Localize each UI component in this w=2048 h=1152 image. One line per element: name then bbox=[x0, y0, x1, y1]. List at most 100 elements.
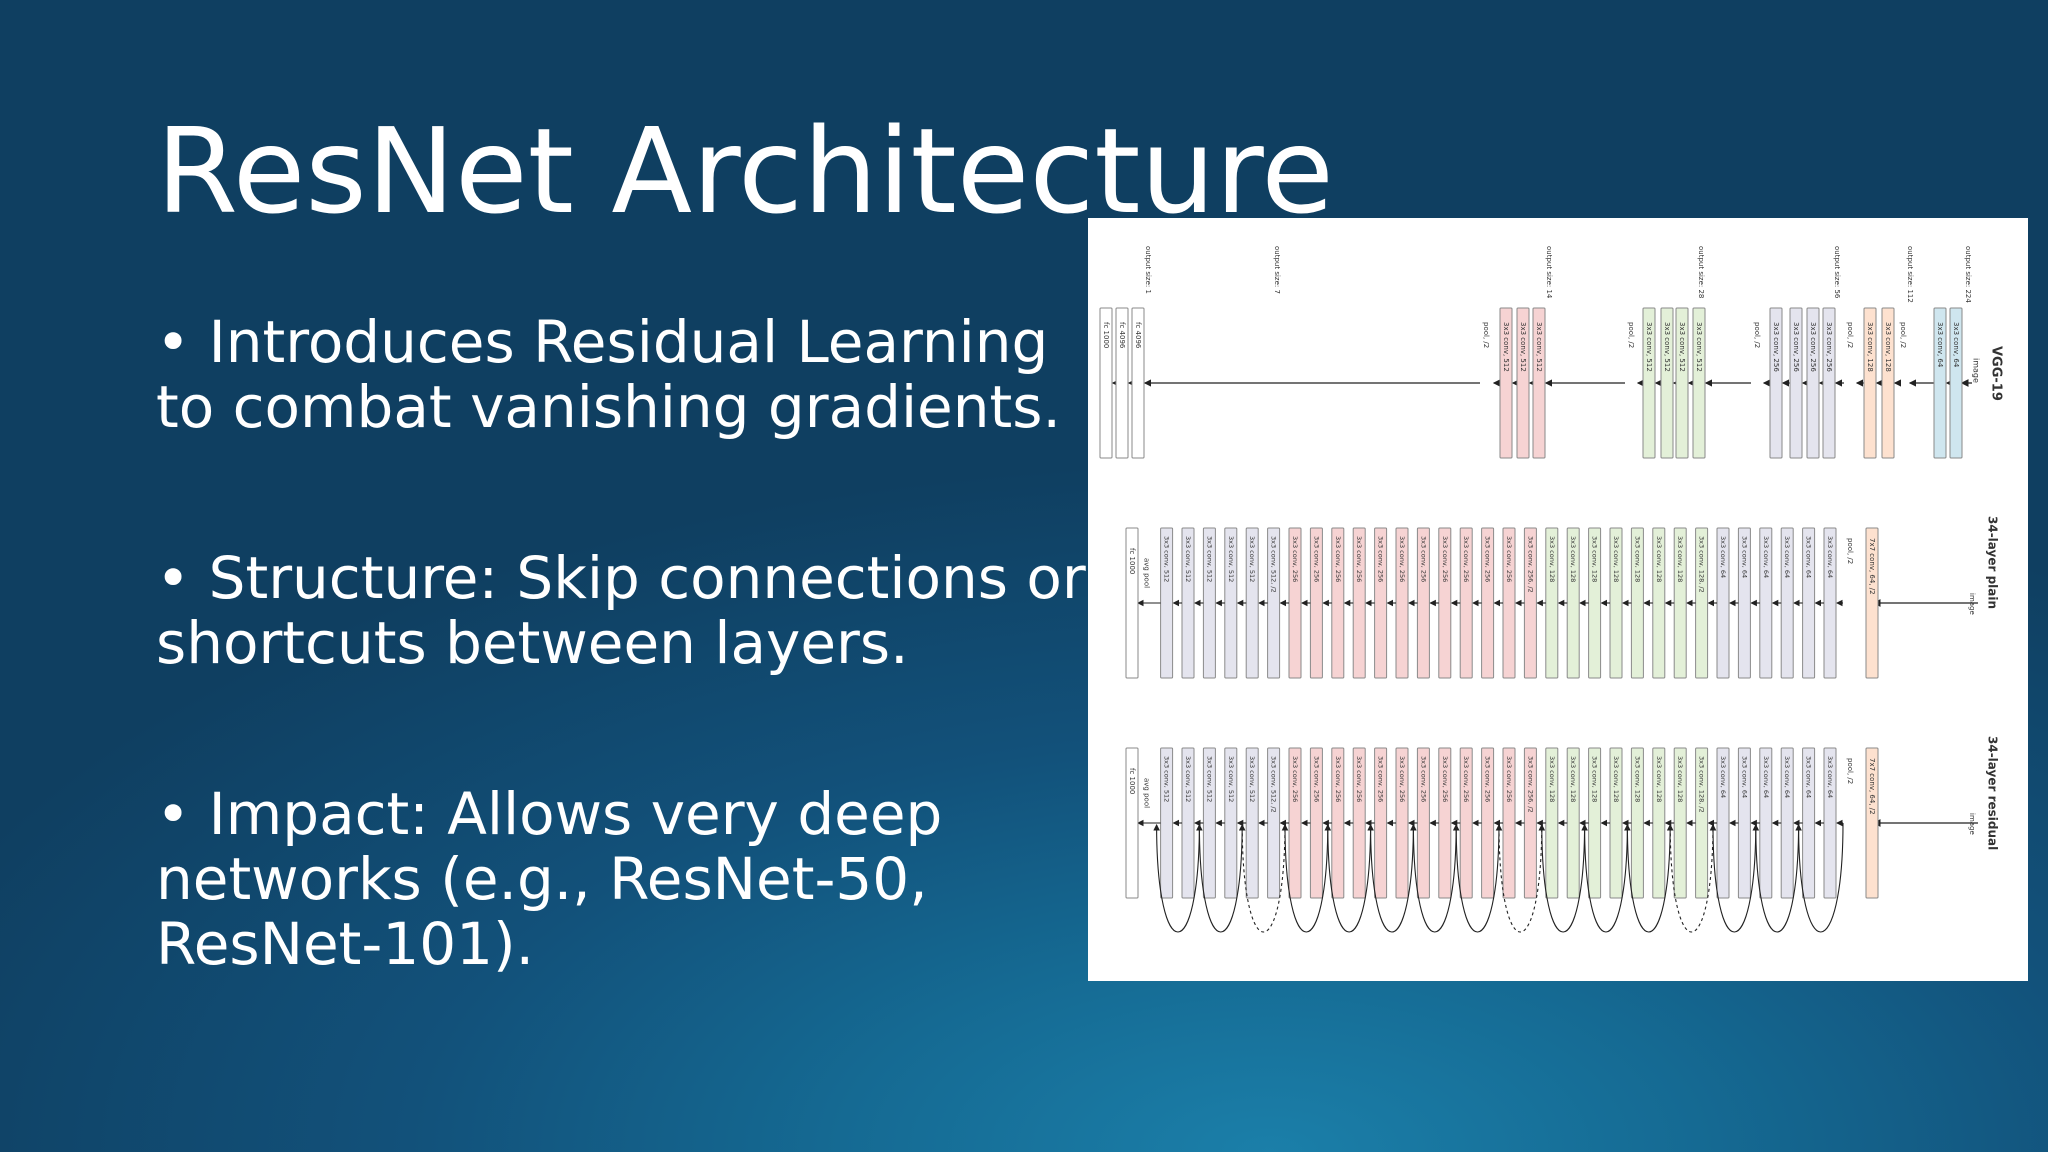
vgg-block bbox=[1131, 307, 1145, 459]
residual-skip-connection bbox=[1324, 822, 1372, 933]
vgg-block-label: 3x3 conv, 512 bbox=[1663, 322, 1671, 372]
plain-block bbox=[1125, 527, 1139, 679]
residual-block bbox=[1759, 747, 1773, 899]
plain-block-label: 3x3 conv, 256 bbox=[1334, 536, 1342, 582]
plain-block-label: 3x3 conv, 128, /2 bbox=[1698, 536, 1706, 593]
vgg-output-size-label: output size: 224 bbox=[1964, 246, 1972, 303]
vgg-block-label: 3x3 conv, 256 bbox=[1825, 322, 1833, 372]
plain-block-label: 7x7 conv, 64, /2 bbox=[1868, 538, 1876, 595]
residual-block bbox=[1309, 747, 1323, 899]
plain-block-label: 3x3 conv, 128 bbox=[1591, 536, 1599, 582]
plain-block bbox=[1202, 527, 1216, 679]
residual-skip-connection bbox=[1752, 822, 1800, 933]
residual-block-label: 3x3 conv, 512 bbox=[1248, 756, 1256, 802]
vgg-block-label: 3x3 conv, 64 bbox=[1952, 322, 1960, 368]
vgg-output-size-label: output size: 56 bbox=[1833, 246, 1841, 299]
vgg-block bbox=[1642, 307, 1656, 459]
residual-skip-connection bbox=[1795, 822, 1844, 933]
vgg-block-label: pool, /2 bbox=[1846, 322, 1854, 348]
residual-block bbox=[1331, 747, 1345, 899]
vgg-output-size-label: output size: 14 bbox=[1545, 246, 1553, 299]
residual-block-label: 3x3 conv, 256 bbox=[1505, 756, 1513, 802]
bullet-list: • Introduces Residual Learning to combat… bbox=[156, 310, 1096, 977]
plain-block-label: 3x3 conv, 512 bbox=[1248, 536, 1256, 582]
vgg-output-size-label: output size: 1 bbox=[1144, 246, 1152, 294]
vgg-block-label: 3x3 conv, 512 bbox=[1645, 322, 1653, 372]
residual-block-label: 3x3 conv, 512 bbox=[1227, 756, 1235, 802]
residual-skip-connection bbox=[1581, 822, 1628, 933]
plain-block-label: 3x3 conv, 64 bbox=[1805, 536, 1813, 578]
residual-block-label: 3x3 conv, 256 bbox=[1312, 756, 1320, 802]
vgg-block bbox=[1115, 307, 1129, 459]
residual-block-label: 3x3 conv, 512 bbox=[1205, 756, 1213, 802]
plain-block-label: 3x3 conv, 128 bbox=[1633, 536, 1641, 582]
vgg-block-label: fc 4096 bbox=[1118, 322, 1126, 349]
residual-block-label: 3x3 conv, 256 bbox=[1355, 756, 1363, 802]
plain-block-label: 3x3 conv, 64 bbox=[1740, 536, 1748, 578]
residual-block-label: 3x3 conv, 512, /2 bbox=[1270, 756, 1278, 813]
bullet-impact: • Impact: Allows very deep networks (e.g… bbox=[156, 780, 943, 978]
residual-block-label: 3x3 conv, 128 bbox=[1548, 756, 1556, 802]
residual-skip-connection bbox=[1495, 822, 1543, 933]
plain-block-label: 3x3 conv, 256 bbox=[1398, 536, 1406, 582]
residual-block-label: 3x3 conv, 128 bbox=[1633, 756, 1641, 802]
plain-block bbox=[1309, 527, 1323, 679]
plain-block-label: 3x3 conv, 128 bbox=[1612, 536, 1620, 582]
residual-skip-connection bbox=[1624, 822, 1671, 933]
plain-block-label: 3x3 conv, 512, /2 bbox=[1270, 536, 1278, 593]
plain-block-label: 3x3 conv, 64 bbox=[1826, 536, 1834, 578]
residual-block-label: 3x3 conv, 128 bbox=[1612, 756, 1620, 802]
plain-block bbox=[1331, 527, 1345, 679]
residual-block-label: 3x3 conv, 256 bbox=[1398, 756, 1406, 802]
residual-block-label: 3x3 conv, 256 bbox=[1441, 756, 1449, 802]
vgg-output-size-label: output size: 28 bbox=[1697, 246, 1705, 298]
plain-block bbox=[1759, 527, 1773, 679]
bullet-structure: • Structure: Skip connections or shortcu… bbox=[156, 544, 1086, 677]
residual-block bbox=[1652, 747, 1666, 899]
residual-skip-connection bbox=[1410, 822, 1457, 933]
plain-block-label: 3x3 conv, 256 bbox=[1441, 536, 1449, 582]
plain-block-label: 3x3 conv, 256, /2 bbox=[1526, 536, 1534, 593]
plain-block-label: 3x3 conv, 256 bbox=[1484, 536, 1492, 582]
residual-block-label: 3x3 conv, 256 bbox=[1462, 756, 1470, 802]
plain-title: 34-layer plain bbox=[1986, 516, 2000, 609]
residual-block-label: 3x3 conv, 64 bbox=[1805, 756, 1813, 798]
vgg-block bbox=[1769, 307, 1783, 459]
plain-block-label: 3x3 conv, 512 bbox=[1184, 536, 1192, 582]
plain-block bbox=[1652, 527, 1666, 679]
residual-block-label: 3x3 conv, 256 bbox=[1334, 756, 1342, 802]
vgg-block bbox=[1822, 307, 1836, 459]
residual-block-label: pool, /2 bbox=[1846, 758, 1854, 784]
plain-block bbox=[1224, 527, 1238, 679]
residual-block-label: 3x3 conv, 256 bbox=[1484, 756, 1492, 802]
vgg-block-label: pool, /2 bbox=[1753, 322, 1761, 348]
vgg-block-label: fc 4096 bbox=[1134, 322, 1142, 349]
residual-block-label: 3x3 conv, 64 bbox=[1826, 756, 1834, 798]
vgg-block bbox=[1516, 307, 1530, 459]
residual-block-label: 3x3 conv, 256 bbox=[1377, 756, 1385, 802]
plain-block-label: 3x3 conv, 256 bbox=[1291, 536, 1299, 582]
plain-block-label: 3x3 conv, 256 bbox=[1312, 536, 1320, 582]
plain-block-label: 3x3 conv, 64 bbox=[1719, 536, 1727, 578]
residual-block-label: 3x3 conv, 128 bbox=[1655, 756, 1663, 802]
residual-skip-connection bbox=[1196, 822, 1243, 933]
residual-block-label: 3x3 conv, 256 bbox=[1419, 756, 1427, 802]
residual-block-label: avg pool bbox=[1143, 778, 1151, 808]
plain-image-label: image bbox=[1968, 593, 1976, 615]
plain-block-label: 3x3 conv, 256 bbox=[1355, 536, 1363, 582]
plain-block-label: 3x3 conv, 256 bbox=[1505, 536, 1513, 582]
plain-block-label: 3x3 conv, 128 bbox=[1676, 536, 1684, 582]
vgg-block bbox=[1692, 307, 1706, 459]
plain-block-label: fc 1000 bbox=[1128, 548, 1136, 574]
vgg-output-size-label: output size: 112 bbox=[1906, 246, 1914, 303]
vgg-output-size-label: output size: 7 bbox=[1273, 246, 1281, 294]
plain-block bbox=[1438, 527, 1452, 679]
plain-block-label: 3x3 conv, 128 bbox=[1655, 536, 1663, 582]
vgg-block-label: 3x3 conv, 128 bbox=[1884, 322, 1892, 372]
residual-block bbox=[1545, 747, 1559, 899]
residual-block-label: 3x3 conv, 64 bbox=[1762, 756, 1770, 798]
residual-block-label: 7x7 conv, 64, /2 bbox=[1868, 758, 1876, 815]
residual-block-label: 3x3 conv, 512 bbox=[1163, 756, 1171, 802]
